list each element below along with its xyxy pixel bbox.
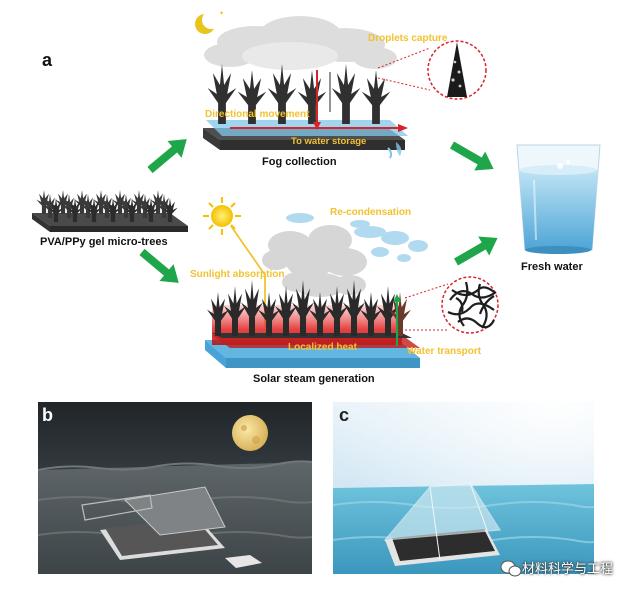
panel-b-letter: b <box>42 405 53 425</box>
micro-tree <box>297 70 327 124</box>
fresh-water-label: Fresh water <box>521 261 583 273</box>
micro-tree <box>131 190 147 214</box>
micro-tree <box>55 190 71 214</box>
mesh-strand <box>457 317 495 329</box>
localized-heat-label: Localized heat <box>288 342 357 353</box>
micro-tree <box>241 280 263 336</box>
micro-tree <box>162 198 178 222</box>
mesh-strand <box>455 297 464 313</box>
micro-tree <box>93 190 109 214</box>
micro-tree <box>74 190 90 214</box>
micro-tree <box>237 70 267 124</box>
micro-tree <box>361 70 391 124</box>
micro-tree <box>156 194 172 218</box>
panel-c-letter: c <box>339 405 350 425</box>
steam-plume <box>262 225 367 297</box>
micro-tree <box>42 194 58 218</box>
micro-tree <box>80 194 96 218</box>
micro-tree <box>48 198 64 222</box>
night-scene <box>37 402 313 574</box>
micro-tree <box>343 280 365 336</box>
micro-tree <box>309 292 331 336</box>
water-transport-label: Water transport <box>407 346 482 357</box>
micro-tree <box>112 190 128 214</box>
svg-text:✦: ✦ <box>219 10 224 17</box>
water-transport-arrow <box>393 294 401 346</box>
re-condensation-label: Re-condensation <box>330 207 412 218</box>
micro-tree <box>105 198 121 222</box>
micro-tree <box>150 190 166 214</box>
micro-tree <box>267 64 297 124</box>
droplets-capture-label: Droplets capture <box>368 33 448 44</box>
micro-tree <box>137 194 153 218</box>
fog-micro-trees <box>207 64 391 124</box>
fog-collection-label: Fog collection <box>262 156 337 168</box>
micro-tree <box>224 286 246 336</box>
micro-tree <box>377 286 399 336</box>
gel-network-zoom <box>404 276 499 334</box>
micro-tree <box>67 198 83 222</box>
micro-tree <box>207 292 229 336</box>
micro-tree <box>331 64 361 124</box>
directional-movement-label: Directional movement <box>205 109 310 120</box>
sunlight-absorption-label: Sunlight absorption <box>190 269 285 280</box>
solar-micro-trees <box>207 280 411 336</box>
panel-a-letter: a <box>42 50 53 70</box>
micro-tree <box>326 286 348 336</box>
pva-ppy-label: PVA/PPy gel micro-trees <box>40 236 168 248</box>
watermark-text: 材料科学与工程 <box>522 561 614 576</box>
micro-tree <box>275 286 297 336</box>
micro-tree <box>61 194 77 218</box>
micro-tree <box>292 280 314 336</box>
slab-micro-trees <box>36 190 178 222</box>
micro-tree <box>124 198 140 222</box>
to-water-storage-label: To water storage <box>291 136 367 147</box>
micro-tree <box>389 292 411 336</box>
micro-tree <box>360 292 382 336</box>
fresh-water-glass <box>516 144 601 254</box>
micro-tree <box>118 194 134 218</box>
droplet-capture-zoom <box>377 40 487 100</box>
micro-tree <box>99 194 115 218</box>
directional-arrows <box>230 70 408 132</box>
mesh-strand <box>478 295 495 315</box>
micro-tree <box>258 292 280 336</box>
day-scene <box>332 402 595 574</box>
wechat-icon <box>500 560 522 577</box>
solar-steam-label: Solar steam generation <box>253 373 375 385</box>
micro-tree <box>207 64 237 124</box>
sun-icon <box>203 197 241 235</box>
fog-cloud <box>204 16 397 70</box>
re-condensation-droplets <box>286 213 428 262</box>
micro-tree <box>86 198 102 222</box>
micro-tree <box>36 190 52 214</box>
moon-icon: ✦ <box>195 10 224 34</box>
micro-tree <box>143 198 159 222</box>
process-arrows <box>139 139 498 283</box>
